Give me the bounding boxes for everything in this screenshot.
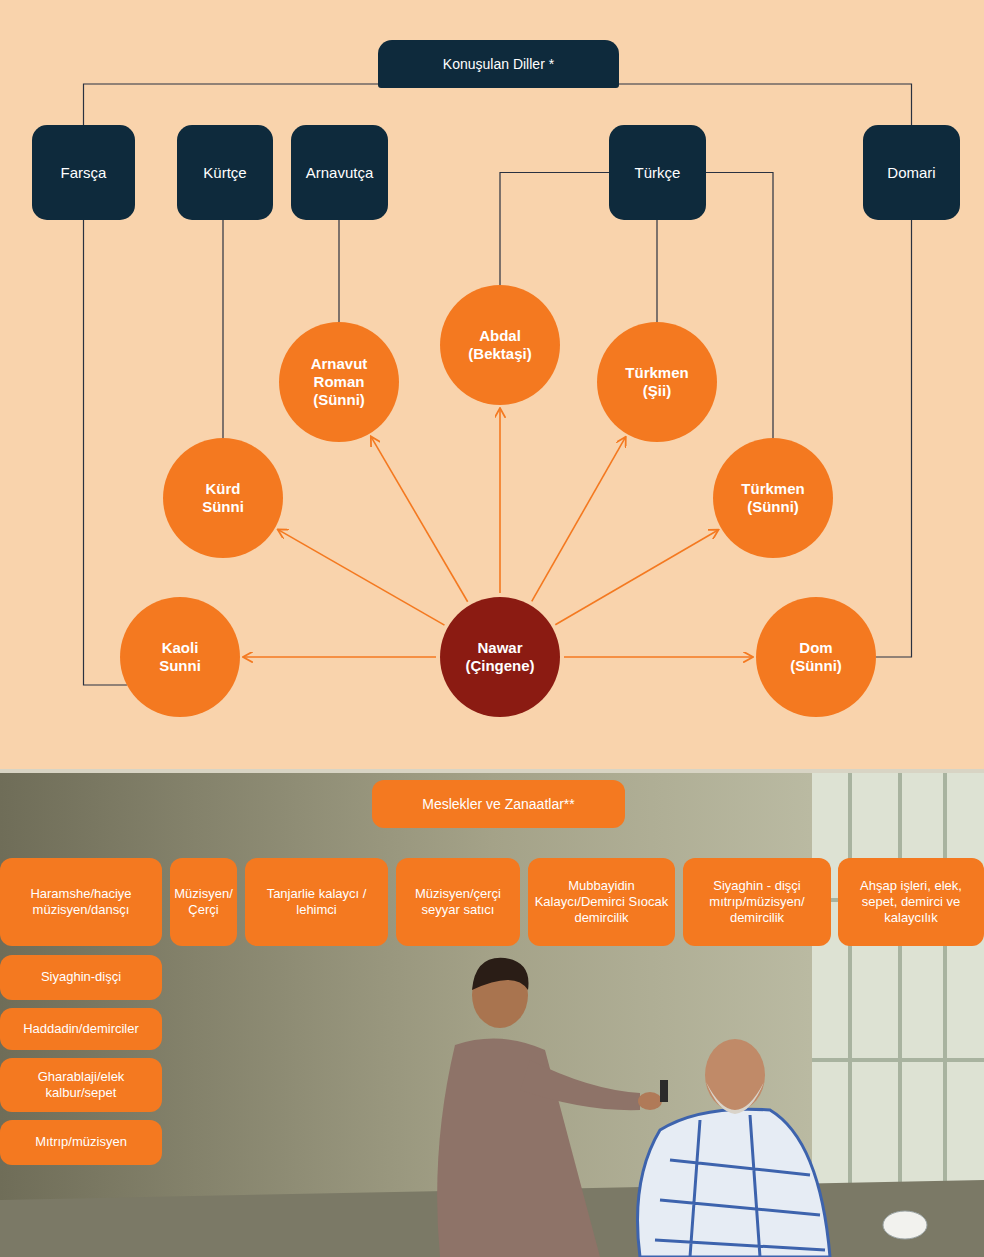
node-label: Konuşulan Diller * (443, 56, 554, 73)
divider (0, 769, 984, 773)
node-label: Siyaghin - dişçi mıtrıp/müzisyen/ demirc… (686, 878, 828, 927)
connector-arrow (555, 530, 718, 625)
language-box: Domari (863, 125, 960, 220)
connector-arrow (243, 656, 436, 658)
node-label: Dom (Sünni) (785, 639, 847, 675)
occupation-box: Haddadin/demirciler (0, 1008, 162, 1050)
node-label: Mubbayidin Kalaycı/Demirci Sıocak demirc… (531, 878, 672, 927)
connector-arrow (532, 437, 626, 602)
node-label: Türkçe (635, 164, 681, 182)
node-label: Mıtrıp/müzisyen (35, 1134, 127, 1150)
group-circle: Türkmen (Sünni) (713, 438, 833, 558)
node-label: Müzisyen/ Çerçi (173, 886, 234, 919)
group-circle: Arnavut Roman (Sünni) (279, 322, 399, 442)
connector-line (656, 220, 657, 322)
group-circle: Kaoli Sunni (120, 597, 240, 717)
node-label: Domari (887, 164, 935, 182)
standing-man-hand (638, 1092, 662, 1110)
occupation-box: Tanjarlie kalaycı / lehimci (245, 858, 388, 946)
node-label: Haramshe/haciye müzisyen/dansçı (3, 886, 159, 919)
occupation-box: Müzisyen/ Çerçi (170, 858, 237, 946)
language-box: Farsça (32, 125, 135, 220)
standing-man-body (437, 1039, 600, 1257)
node-label: Kürtçe (203, 164, 246, 182)
node-label: Arnavut Roman (Sünni) (304, 355, 374, 409)
group-circle: Kürd Sünni (163, 438, 283, 558)
connector-line (619, 84, 912, 125)
circle-fill (597, 322, 717, 442)
seated-man-head (705, 1039, 765, 1111)
language-box: Türkçe (609, 125, 706, 220)
node-label: Kürd Sünni (193, 480, 253, 516)
node-label: Türkmen (Şii) (616, 364, 698, 400)
node-label: Tanjarlie kalaycı / lehimci (248, 886, 385, 919)
standing-man-arm (520, 1060, 640, 1110)
seated-man-beard (706, 1082, 764, 1114)
node-label: Siyaghin-dişçi (41, 969, 121, 985)
occupation-box: Ahşap işleri, elek, sepet, demirci ve ka… (838, 858, 984, 946)
connector-line (222, 220, 223, 438)
node-label: Nawar (Çingene) (457, 639, 543, 675)
occupation-box: Siyaghin - dişçi mıtrıp/müzisyen/ demirc… (683, 858, 831, 946)
occupation-box: Haramshe/haciye müzisyen/dansçı (0, 858, 162, 946)
barber-cape (638, 1109, 831, 1257)
connector-arrow (564, 656, 753, 658)
node-label: Abdal (Bektaşi) (459, 327, 541, 363)
connector-arrow (499, 408, 501, 593)
connector-arrow (278, 529, 445, 625)
connector-arrow (371, 436, 468, 601)
circle-fill (440, 597, 560, 717)
circle-fill (279, 322, 399, 442)
circle-fill (440, 285, 560, 405)
node-label: Kaoli Sunni (150, 639, 210, 675)
occupation-box: Mıtrıp/müzisyen (0, 1120, 162, 1165)
node-label: Gharablaji/elek kalbur/sepet (3, 1069, 159, 1102)
language-box: Kürtçe (177, 125, 273, 220)
node-label: Farsça (61, 164, 107, 182)
language-box: Arnavutça (291, 125, 388, 220)
node-label: Müzisyen/çerçi seyyar satıcı (399, 886, 517, 919)
circle-fill (713, 438, 833, 558)
connector-line (338, 220, 339, 322)
cape-pattern (655, 1115, 825, 1257)
origin-circle: Nawar (Çingene) (440, 597, 560, 717)
node-label: Türkmen (Sünni) (733, 480, 813, 516)
node-label: Haddadin/demirciler (23, 1021, 139, 1037)
connector-line (84, 84, 379, 125)
group-circle: Dom (Sünni) (756, 597, 876, 717)
occupation-box: Siyaghin-dişçi (0, 955, 162, 1000)
photo-wall (0, 772, 984, 1257)
circle-fill (756, 597, 876, 717)
connector-line (706, 173, 773, 439)
bowl (883, 1211, 927, 1239)
peach-panel (0, 0, 984, 772)
connector-line (876, 220, 912, 657)
circle-fill (163, 438, 283, 558)
occupation-box: Müzisyen/çerçi seyyar satıcı (396, 858, 520, 946)
header-box: Meslekler ve Zanaatlar** (372, 780, 625, 828)
standing-man-hair (472, 958, 529, 990)
circle-fill (120, 597, 240, 717)
connector-line (500, 173, 609, 286)
connector-line (84, 220, 127, 685)
razor (660, 1080, 668, 1102)
occupation-box: Mubbayidin Kalaycı/Demirci Sıocak demirc… (528, 858, 675, 946)
group-circle: Türkmen (Şii) (597, 322, 717, 442)
group-circle: Abdal (Bektaşi) (440, 285, 560, 405)
node-label: Arnavutça (306, 164, 374, 182)
node-label: Ahşap işleri, elek, sepet, demirci ve ka… (841, 878, 981, 927)
header-box: Konuşulan Diller * (378, 40, 619, 88)
occupation-box: Gharablaji/elek kalbur/sepet (0, 1058, 162, 1112)
node-label: Meslekler ve Zanaatlar** (422, 796, 575, 813)
